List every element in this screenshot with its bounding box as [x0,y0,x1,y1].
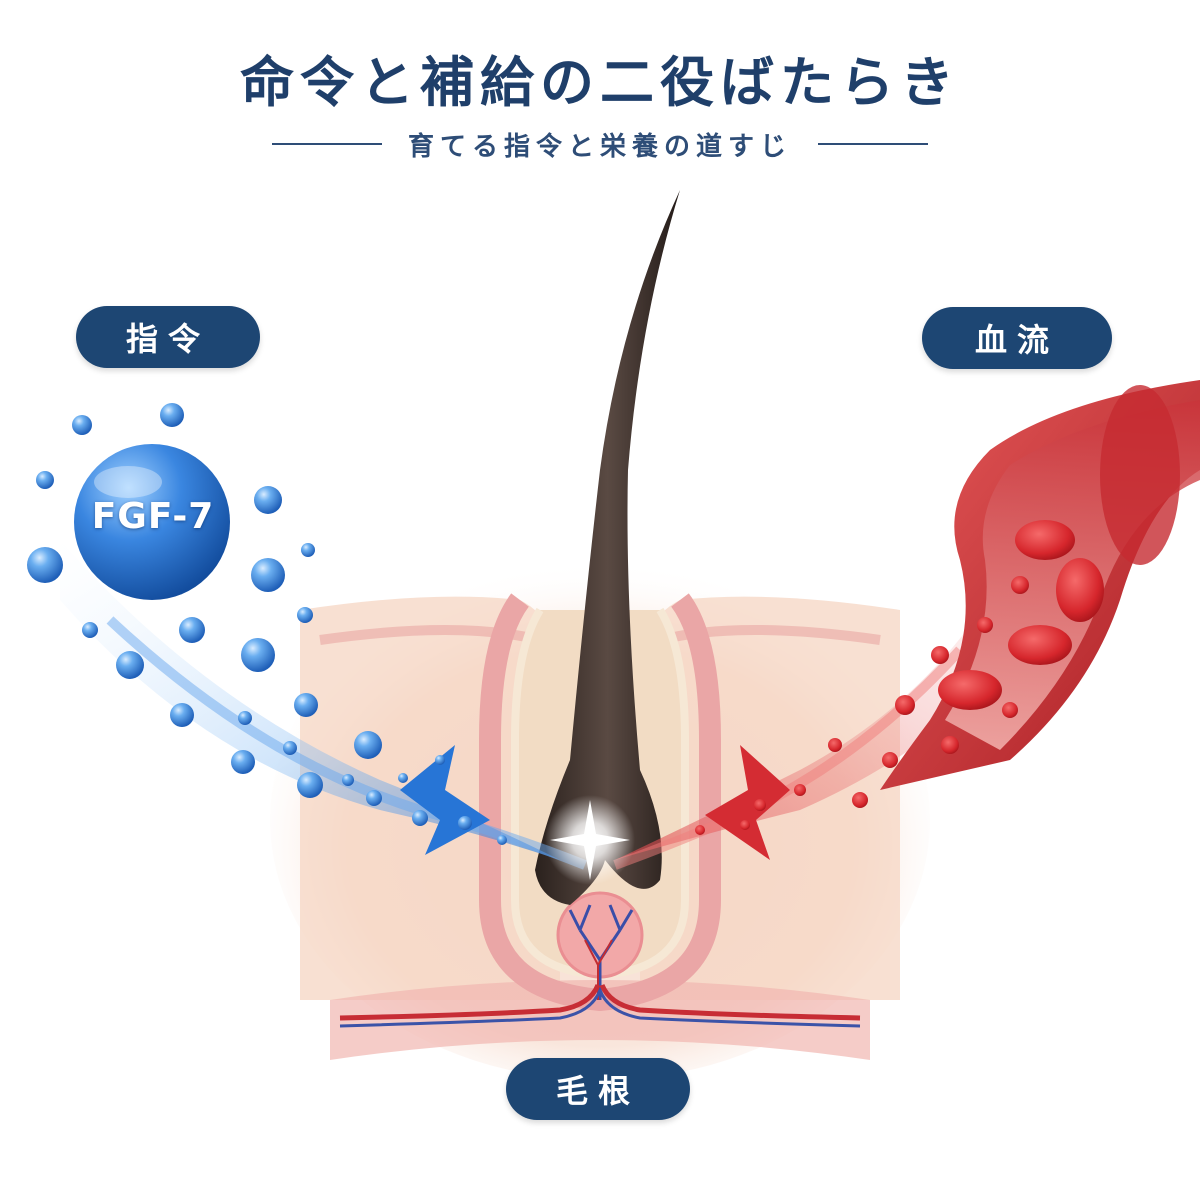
page-title: 命令と補給の二役ばたらき [240,51,960,114]
label-hair-root: 毛根 [506,1058,690,1120]
hair-shaft [535,190,680,905]
page-subtitle: 育てる指令と栄養の道すじ [407,131,792,162]
subtitle-line-left [271,143,382,145]
label-signal: 指令 [76,306,260,368]
fgf-label: FGF-7 [91,496,215,537]
base-vessels [339,983,861,1028]
red-arrow [705,745,790,860]
subtitle-row: 育てる指令と栄養の道すじ [0,122,1200,166]
label-bloodflow: 血流 [922,307,1112,369]
fgf-molecule [74,444,230,600]
blood-vessel [880,380,1200,790]
fgf-bubbles [27,403,507,845]
subtitle-line-right [818,143,928,145]
sparkle-icon [545,795,635,885]
red-blood-cells [695,520,1104,835]
